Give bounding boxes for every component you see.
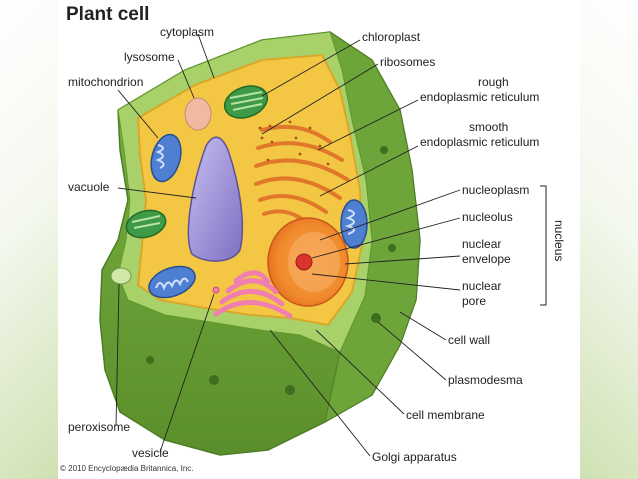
- label-golgi-apparatus: Golgi apparatus: [372, 450, 457, 464]
- chloroplast-left: [125, 209, 167, 239]
- label-rough-er-1: rough: [478, 75, 509, 89]
- peroxisome: [110, 267, 132, 285]
- label-ribosomes: ribosomes: [380, 55, 436, 69]
- nucleolus: [295, 253, 313, 271]
- label-vesicle: vesicle: [132, 446, 169, 460]
- diagram-title: Plant cell: [66, 4, 150, 25]
- label-nucleoplasm: nucleoplasm: [462, 183, 530, 197]
- label-rough-er-2: endoplasmic reticulum: [420, 90, 540, 104]
- copyright-credit: © 2010 Encyclopædia Britannica, Inc.: [60, 464, 194, 473]
- label-smooth-er-2: endoplasmic reticulum: [420, 135, 540, 149]
- leader-lines: [115, 33, 461, 457]
- vesicle: [212, 286, 220, 294]
- mitochondrion-bottom: [148, 265, 196, 299]
- label-mitochondrion: mitochondrion: [68, 75, 144, 89]
- background-right: [580, 0, 638, 479]
- label-cell-membrane: cell membrane: [406, 408, 485, 422]
- label-nuclear-envelope-1: nuclear: [462, 237, 502, 251]
- nucleus-bracket: [540, 185, 547, 306]
- label-nuclear-pore-1: nuclear: [462, 279, 502, 293]
- label-peroxisome: peroxisome: [68, 420, 131, 434]
- nucleus: [267, 217, 349, 307]
- ribosomes: [258, 120, 330, 166]
- label-nuclear-envelope-2: envelope: [462, 252, 511, 266]
- label-nucleolus: nucleolus: [462, 210, 513, 224]
- label-cytoplasm: cytoplasm: [160, 25, 215, 39]
- vacuole: [187, 136, 244, 262]
- lysosome: [184, 97, 212, 131]
- mitochondrion-left: [150, 133, 182, 183]
- label-nuclear-pore-2: pore: [462, 294, 487, 308]
- label-chloroplast: chloroplast: [362, 30, 421, 44]
- mitochondrion-right: [340, 199, 368, 249]
- label-plasmodesma: plasmodesma: [448, 373, 523, 387]
- label-lysosome: lysosome: [124, 50, 175, 64]
- label-smooth-er-1: smooth: [469, 120, 509, 134]
- label-cell-wall: cell wall: [448, 333, 491, 347]
- golgi-apparatus: [213, 270, 293, 319]
- label-vacuole: vacuole: [68, 180, 110, 194]
- label-nucleus: nucleus: [552, 220, 566, 262]
- background-left: [0, 0, 58, 479]
- chloroplast-top: [223, 85, 269, 119]
- plasmodesmata: [146, 146, 396, 395]
